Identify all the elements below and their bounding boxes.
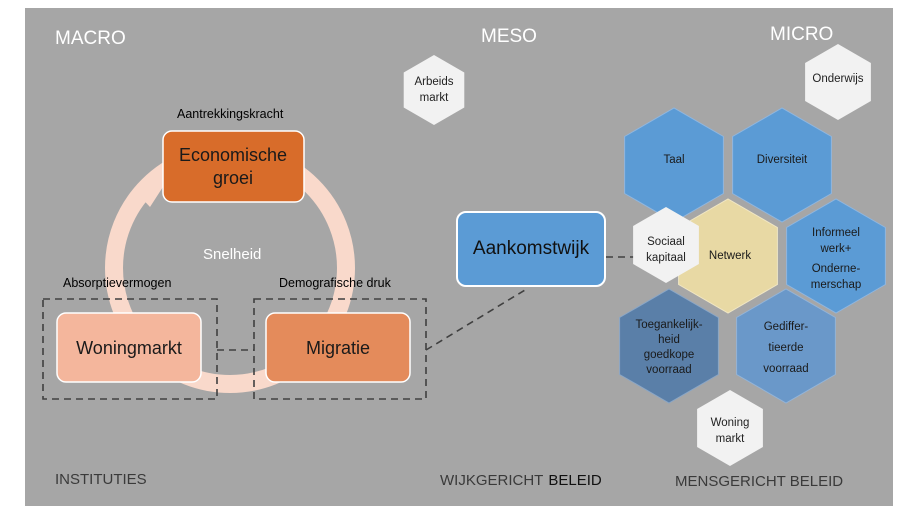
hex-informeel-line-4: merschap	[811, 279, 862, 291]
hex-gedifferentieerde-voorraad: Gediffer- tieerde voorraad	[736, 288, 836, 404]
footer-wijk-prefix: WIJKGERICHT	[440, 472, 543, 489]
hex-arbeidsmarkt-line-1: Arbeids	[415, 76, 454, 88]
economic-label-line-1: Economische	[179, 145, 287, 165]
footer-wijkgericht: WIJKGERICHT BELEID	[440, 472, 602, 489]
hex-informeel-line-1: Informeel	[812, 227, 860, 239]
migration-node: Migratie	[265, 312, 411, 383]
economic-label-line-2: groei	[213, 168, 253, 188]
hex-netwerk: Netwerk	[678, 198, 778, 314]
arrival-label: Aankomstwijk	[473, 238, 590, 259]
hex-onderwijs: Onderwijs	[805, 44, 871, 120]
hex-gediff-line-2: tieerde	[768, 342, 803, 354]
hex-netwerk-label: Netwerk	[709, 250, 751, 262]
meso-heading: MESO	[481, 26, 537, 47]
caption-absorption: Absorptievermogen	[63, 276, 171, 290]
housing-dashed-frame	[42, 298, 218, 400]
caption-demographic-pressure: Demografische druk	[279, 276, 392, 290]
migration-label: Migratie	[306, 338, 370, 358]
hex-informeel-werk: Informeel werk+ Onderne- merschap	[786, 198, 886, 314]
hex-toegankelijk-line-1: Toegankelijk-	[635, 319, 702, 331]
migration-dashed-frame	[253, 298, 427, 400]
footer-mensgericht: MENSGERICHT BELEID	[675, 473, 843, 490]
arrival-neighbourhood-node: Aankomstwijk	[456, 211, 606, 287]
micro-heading: MICRO	[770, 24, 833, 45]
hex-sociaal-line-1: Sociaal	[647, 236, 685, 248]
caption-attractiveness: Aantrekkingskracht	[177, 107, 284, 121]
migration-arrival-connector	[425, 289, 526, 351]
hex-diversiteit-label: Diversiteit	[757, 154, 808, 166]
hex-arbeidsmarkt: Arbeids markt	[403, 55, 465, 125]
hex-informeel-line-3: Onderne-	[812, 263, 861, 275]
hex-toegankelijk-line-3: goedkope	[644, 349, 695, 361]
hex-sociaal-line-2: kapitaal	[646, 252, 686, 264]
macro-heading: MACRO	[55, 28, 126, 49]
hex-woningmarkt-line-2: markt	[716, 433, 746, 445]
hex-taal-label: Taal	[663, 154, 684, 166]
hex-woningmarkt-line-1: Woning	[711, 417, 750, 429]
housing-market-node: Woningmarkt	[56, 312, 202, 383]
hex-toegankelijk-line-2: heid	[658, 334, 680, 346]
hex-onderwijs-label: Onderwijs	[812, 73, 863, 85]
hex-arbeidsmarkt-line-2: markt	[420, 92, 450, 104]
hex-woningmarkt: Woning markt	[697, 390, 763, 466]
footer-instituties: INSTITUTIES	[55, 471, 147, 488]
hex-toegankelijkheid: Toegankelijk- heid goedkope voorraad	[619, 288, 719, 404]
hex-gediff-line-3: voorraad	[763, 363, 808, 375]
hex-toegankelijk-line-4: voorraad	[646, 364, 691, 376]
hex-sociaal-kapitaal: Sociaal kapitaal	[633, 207, 699, 283]
economic-growth-node: Economische groei	[162, 130, 305, 203]
hex-diversiteit: Diversiteit	[732, 107, 832, 223]
center-speed-label: Snelheid	[203, 246, 261, 263]
hex-informeel-line-2: werk+	[820, 243, 852, 255]
footer-wijk-bold: BELEID	[548, 472, 602, 489]
housing-label: Woningmarkt	[76, 338, 182, 358]
hex-gediff-line-1: Gediffer-	[764, 321, 809, 333]
cycle-arrowhead-icon	[134, 176, 170, 207]
